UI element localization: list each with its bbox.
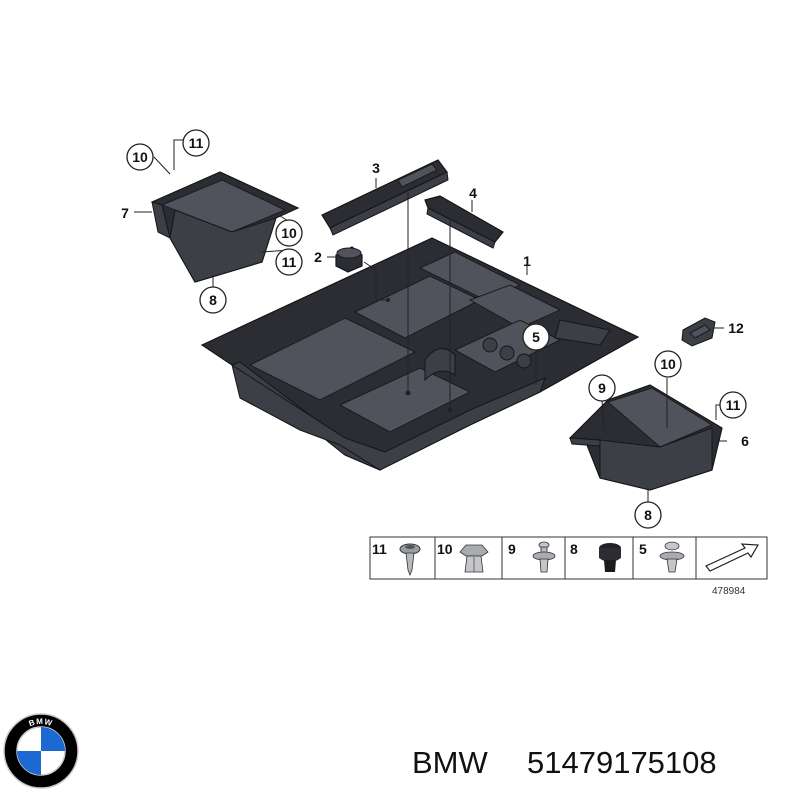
callout-12: 12 <box>728 320 744 336</box>
callout-1: 1 <box>523 253 531 269</box>
callout-4: 4 <box>469 185 477 201</box>
fastener-legend: 11 10 9 8 5 <box>369 536 768 597</box>
bracket-part <box>681 317 716 347</box>
bmw-logo-icon: BMW <box>3 713 79 789</box>
callout-10: 10 <box>660 356 676 372</box>
callout-7: 7 <box>121 205 129 221</box>
legend-number-8: 8 <box>570 541 578 557</box>
leader-lines <box>134 139 727 502</box>
brand-name: BMW <box>412 745 489 780</box>
push-clip-icon <box>659 541 685 573</box>
callout-8: 8 <box>644 507 652 523</box>
screw-icon <box>399 543 421 577</box>
callout-11: 11 <box>282 254 297 270</box>
callout-10-circle <box>126 143 154 171</box>
callout-9: 9 <box>598 380 606 396</box>
legend-number-11: 11 <box>372 541 387 557</box>
legend-number-9: 9 <box>508 541 516 557</box>
part-number: 51479175108 <box>527 745 717 780</box>
callout-11: 11 <box>189 135 204 151</box>
callout-6: 6 <box>741 433 749 449</box>
expanding-nut-icon <box>459 544 489 573</box>
rubber-buffer-icon <box>599 543 621 572</box>
callout-2: 2 <box>314 249 322 265</box>
callout-5: 5 <box>532 329 540 345</box>
buffer-part <box>335 246 363 273</box>
legend-number-5: 5 <box>639 541 647 557</box>
short-rail-part <box>424 195 504 249</box>
callouts: 3 4 1 2 7 6 12 10 11 10 11 8 5 10 9 11 8 <box>121 129 749 529</box>
expanding-rivet-icon <box>532 541 556 573</box>
right-storage-box-part <box>568 384 723 491</box>
reference-number: 478984 <box>712 586 746 597</box>
long-rail-part <box>321 159 449 236</box>
legend-number-10: 10 <box>437 541 453 557</box>
callout-11-circle <box>182 129 210 157</box>
callout-8: 8 <box>209 292 217 308</box>
callout-11: 11 <box>726 397 741 413</box>
left-storage-box-part <box>151 171 300 283</box>
callout-10: 10 <box>281 225 297 241</box>
logo-lettering: BMW <box>28 717 54 728</box>
direction-arrow-icon <box>705 543 760 572</box>
callout-3: 3 <box>372 160 380 176</box>
callout-10: 10 <box>132 149 148 165</box>
